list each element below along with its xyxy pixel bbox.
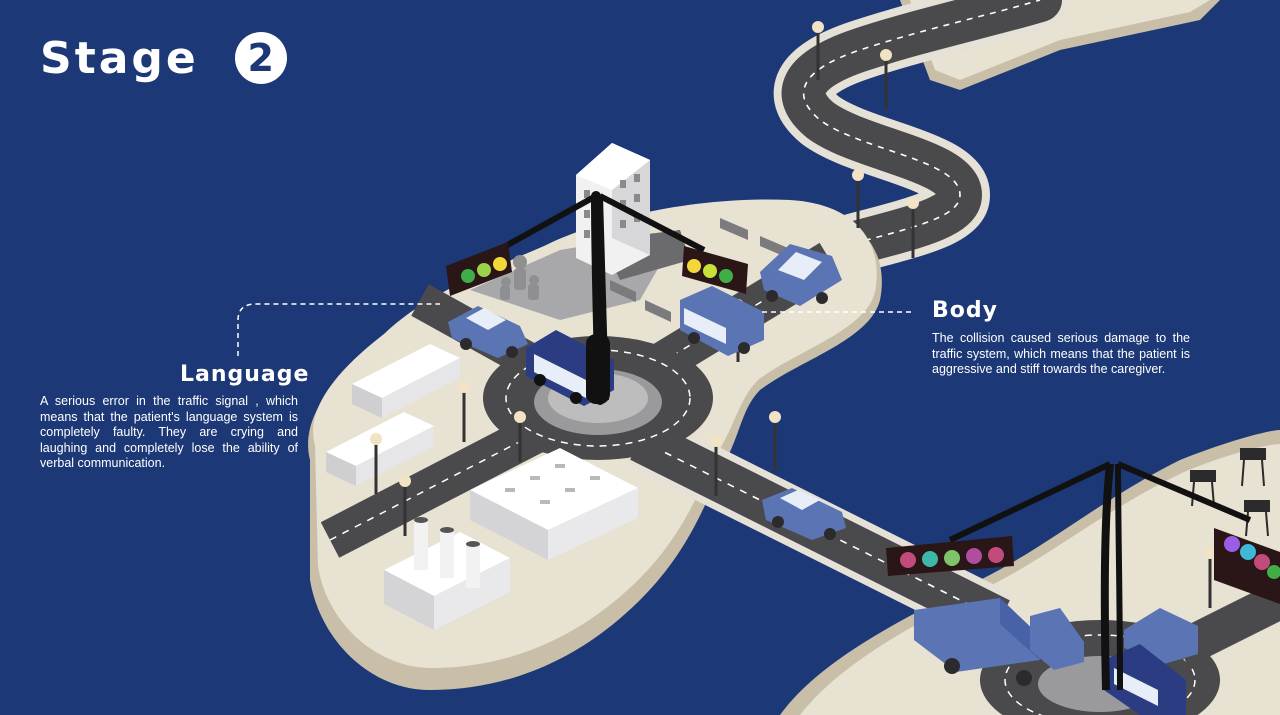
language-description: A serious error in the traffic signal , … xyxy=(40,394,298,470)
warehouse-building xyxy=(470,448,638,560)
stage-number-badge: 2 xyxy=(234,32,287,84)
signal-light xyxy=(719,269,733,283)
car-icon xyxy=(448,306,528,358)
stage-title: Stage 2 xyxy=(40,32,287,84)
signal-upper-left xyxy=(446,242,512,296)
signal-upper-right xyxy=(682,246,748,294)
signal-light xyxy=(493,257,507,271)
signal-light xyxy=(1240,544,1256,560)
traffic-light-lower-icon xyxy=(886,461,1280,691)
signal-light xyxy=(477,263,491,277)
signal-light xyxy=(687,259,701,273)
signal-light xyxy=(461,269,475,283)
signal-light xyxy=(1254,554,1270,570)
car-top-icon xyxy=(760,244,842,306)
signal-lower-left xyxy=(886,536,1014,576)
greenhouse-left-1 xyxy=(352,344,460,418)
sculpture xyxy=(500,255,539,300)
watchtower-icon xyxy=(1190,448,1270,537)
signal-light xyxy=(966,548,982,564)
car-crash-icon xyxy=(1104,608,1198,715)
winding-road xyxy=(773,0,1070,280)
stage-title-text: Stage xyxy=(40,32,199,84)
language-heading: Language xyxy=(180,362,310,387)
signal-light xyxy=(1224,536,1240,552)
factory-icon xyxy=(384,517,510,630)
signal-light xyxy=(922,551,938,567)
signal-light xyxy=(988,547,1004,563)
callout-lines xyxy=(237,303,912,356)
signal-light xyxy=(703,264,717,278)
traffic-light-icon xyxy=(446,191,748,405)
signal-light xyxy=(1267,565,1280,579)
signal-light xyxy=(944,550,960,566)
van-icon xyxy=(680,286,764,356)
signal-light xyxy=(900,552,916,568)
truck-icon xyxy=(914,598,1084,686)
signal-lower-right xyxy=(1214,528,1280,604)
body-heading: Body xyxy=(932,298,998,323)
body-description: The collision caused serious damage to t… xyxy=(932,331,1190,376)
car-bridge-icon xyxy=(762,488,846,540)
